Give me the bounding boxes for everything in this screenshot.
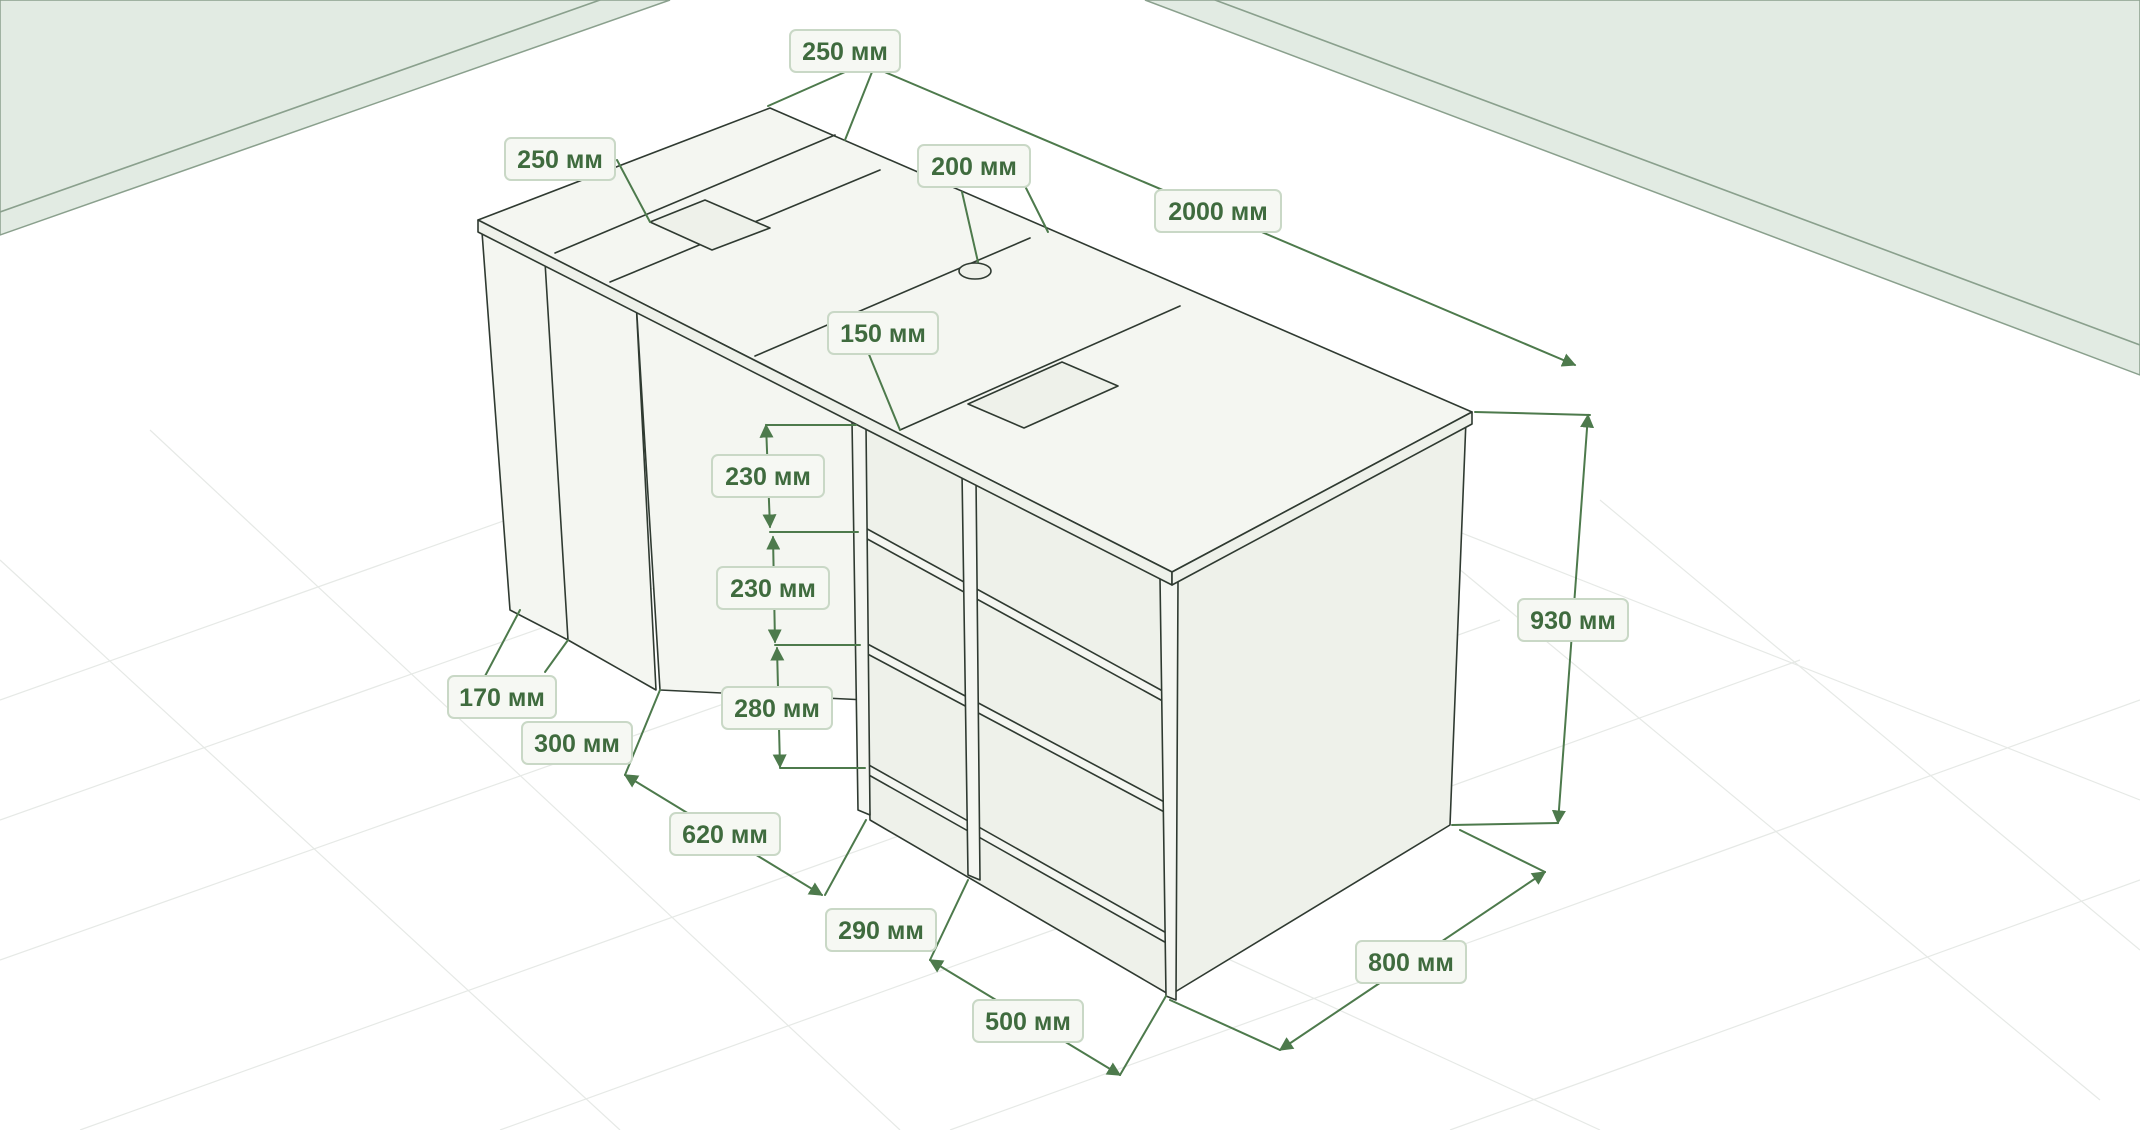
svg-text:170 мм: 170 мм [459, 684, 545, 712]
label-250-side: 250 мм [504, 137, 616, 181]
left-wall [0, 0, 671, 236]
label-2000: 2000 мм [1154, 189, 1282, 233]
divider-left [851, 419, 871, 816]
svg-text:250 мм: 250 мм [802, 38, 888, 66]
label-230-lower: 230 мм [716, 566, 830, 610]
label-300: 300 мм [521, 721, 633, 765]
svg-text:930 мм: 930 мм [1530, 607, 1616, 635]
svg-text:230 мм: 230 мм [725, 463, 811, 491]
svg-text:230 мм: 230 мм [730, 575, 816, 603]
svg-text:620 мм: 620 мм [682, 821, 768, 849]
label-150: 150 мм [827, 311, 939, 355]
svg-text:200 мм: 200 мм [931, 153, 1017, 181]
top-seam-3 [754, 237, 1031, 357]
top-seam-1 [554, 134, 836, 254]
tabletop-end-edge [1171, 411, 1473, 586]
svg-text:2000 мм: 2000 мм [1168, 198, 1268, 226]
label-930: 930 мм [1517, 598, 1629, 642]
svg-text:150 мм: 150 мм [840, 320, 926, 348]
desk [477, 107, 1473, 1001]
right-wall [1144, 0, 2140, 376]
label-200: 200 мм [917, 144, 1031, 188]
label-290: 290 мм [825, 908, 937, 952]
svg-text:800 мм: 800 мм [1368, 949, 1454, 977]
label-230-upper: 230 мм [711, 454, 825, 498]
label-250-top: 250 мм [789, 29, 901, 73]
grommet-hole [958, 262, 992, 280]
svg-text:280 мм: 280 мм [734, 695, 820, 723]
cable-slot-right [967, 361, 1119, 429]
left-wall-edge [0, 0, 601, 213]
label-500: 500 мм [972, 999, 1084, 1043]
right-wall-edge [1214, 0, 2140, 346]
label-800: 800 мм [1355, 940, 1467, 984]
dimension-labels: 250 мм 250 мм 200 мм 2000 мм 150 мм 230 … [447, 29, 1629, 1043]
svg-text:500 мм: 500 мм [985, 1008, 1071, 1036]
svg-text:300 мм: 300 мм [534, 730, 620, 758]
svg-text:250 мм: 250 мм [517, 146, 603, 174]
top-seam-4 [899, 305, 1181, 431]
label-170: 170 мм [447, 675, 557, 719]
cable-slot-left [649, 199, 771, 251]
label-280: 280 мм [721, 686, 833, 730]
label-620: 620 мм [669, 812, 781, 856]
svg-text:290 мм: 290 мм [838, 917, 924, 945]
